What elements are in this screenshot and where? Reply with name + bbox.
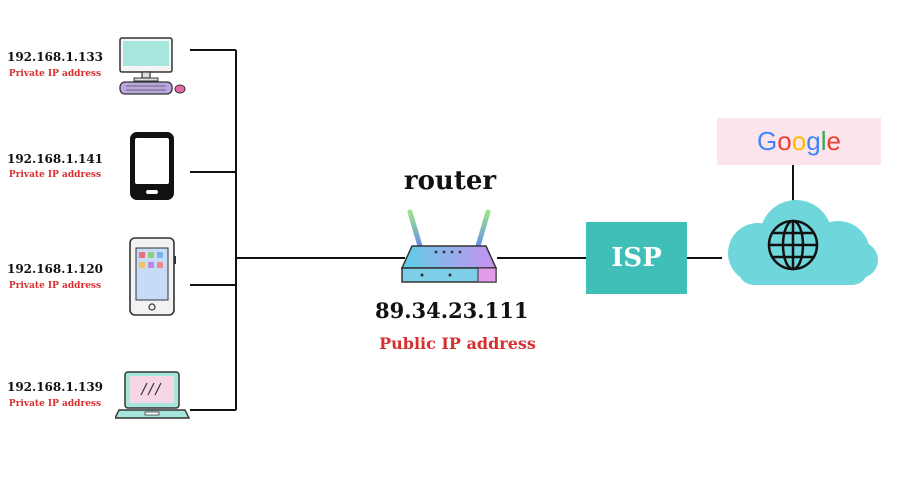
google-letter: o xyxy=(791,126,807,156)
router-title: router xyxy=(403,166,497,196)
google-letter: G xyxy=(757,126,778,156)
device-ip-label: Private IP address xyxy=(8,281,102,291)
public-ip-label: Public IP address xyxy=(379,334,536,353)
isp-box: ISP xyxy=(586,222,687,294)
google-letter: g xyxy=(806,126,821,156)
cloud-globe-icon xyxy=(728,200,878,285)
smartphone-icon xyxy=(130,132,174,200)
desktop-computer-icon xyxy=(119,37,186,95)
isp-label: ISP xyxy=(611,243,662,273)
device-ip: 192.168.1.139 xyxy=(6,380,104,394)
router-icon xyxy=(400,209,498,283)
tablet-icon xyxy=(129,237,176,316)
device-ip: 192.168.1.133 xyxy=(6,50,104,64)
google-letter: o xyxy=(777,126,792,156)
device-ip: 192.168.1.141 xyxy=(6,152,104,166)
laptop-icon xyxy=(115,371,191,419)
google-letter: l xyxy=(820,126,827,156)
device-ip: 192.168.1.120 xyxy=(6,262,104,276)
device-ip-label: Private IP address xyxy=(8,69,102,79)
device-ip-label: Private IP address xyxy=(8,399,102,409)
public-ip: 89.34.23.111 xyxy=(375,298,529,323)
device-ip-label: Private IP address xyxy=(8,170,102,180)
google-letter: e xyxy=(826,126,841,156)
